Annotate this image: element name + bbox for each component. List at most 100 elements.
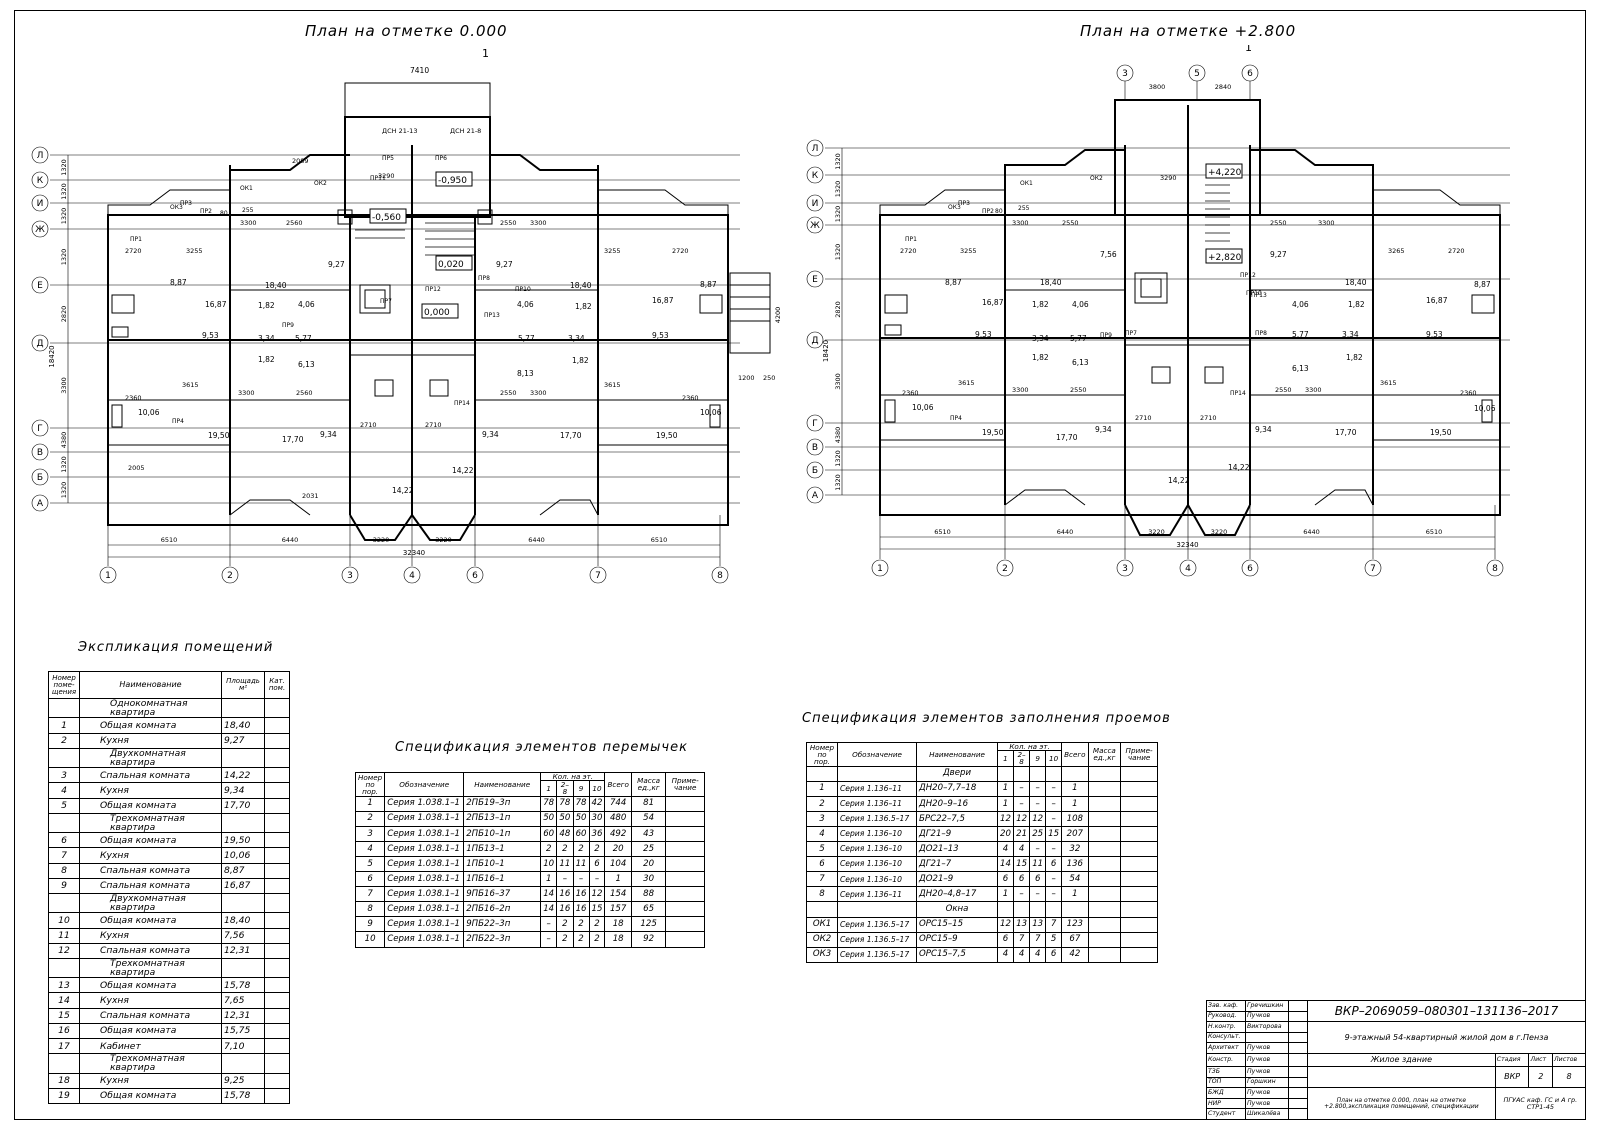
room-area: 19,50 [982, 428, 1004, 437]
row-axis-bubble [31, 334, 49, 352]
stamp-person [1245, 1031, 1289, 1044]
col-axis-label: 1 [877, 564, 883, 574]
expl-header-area: Площадь м² [221, 671, 265, 699]
row-axis-label: Е [37, 281, 43, 291]
expl-name: Общая комната [79, 912, 222, 929]
room-area: 1,82 [1346, 353, 1363, 362]
open-cell: ДО21–13 [916, 841, 998, 858]
lint-cell: 60 [540, 825, 558, 842]
lint-cell: Серия 1.038.1–1 [384, 916, 465, 933]
col-axis-bubble [99, 566, 117, 584]
row-axis-bubble [806, 194, 824, 212]
open-cell: 207 [1061, 825, 1089, 843]
opening-label: ОК1 [1020, 180, 1033, 187]
section-mark-right: 1 [1245, 45, 1252, 54]
lint-cell [665, 931, 705, 948]
col-axis-label: 6 [472, 571, 478, 581]
col-axis-label: 3 [1122, 564, 1128, 574]
lint-cell: 9ПБ16–37 [463, 886, 542, 903]
inner-dim: 2550 [1062, 219, 1079, 227]
expl-area: 8,87 [221, 862, 265, 879]
level-mark: 0,020 [438, 260, 464, 270]
row-dim-value: 2820 [834, 301, 842, 318]
stamp-sign [1288, 1076, 1308, 1089]
expl-num: 8 [48, 862, 80, 879]
open-cell [1012, 901, 1031, 918]
col-axis-bubble [1486, 559, 1504, 577]
inner-dim: 2360 [902, 389, 919, 397]
lint-cell: Серия 1.038.1–1 [384, 901, 465, 918]
expl-num: 10 [48, 912, 80, 929]
open-cell: 4 [1012, 841, 1031, 858]
open-cell [1087, 825, 1122, 843]
room-area: 17,70 [282, 435, 304, 444]
col-axis-bubble [341, 566, 359, 584]
stamp-role: Зав. каф. [1206, 1000, 1246, 1012]
expl-name: Общая комната [79, 1087, 222, 1105]
open-cell: 4 [997, 946, 1014, 963]
expl-area: 15,75 [221, 1022, 265, 1040]
expl-cat [264, 877, 290, 894]
open-cell: – [1012, 795, 1031, 812]
lint-cell: 18 [604, 931, 632, 948]
expl-area: 12,31 [221, 1007, 265, 1024]
open-cell: 1 [1061, 780, 1089, 797]
row-dim-value: 3300 [834, 373, 842, 390]
top-dim: 3800 [1149, 83, 1166, 91]
expl-cat [264, 847, 290, 864]
open-cell [1045, 901, 1063, 918]
expl-name: Спальная комната [79, 877, 222, 894]
stamp-sign [1288, 1097, 1308, 1110]
open-cell: Серия 1.136–11 [837, 886, 917, 903]
right-dim: 250 [763, 374, 775, 382]
right-dim: 4200 [774, 307, 780, 324]
open-cell: ДГ21–7 [916, 856, 998, 873]
lint-cell: 36 [588, 825, 606, 842]
open-cell: 12 [997, 916, 1014, 933]
lint-cell: – [540, 931, 558, 948]
open-cell: – [1012, 886, 1031, 903]
expl-area: 17,70 [221, 797, 265, 814]
lint-cell: 2ПБ19–3п [463, 795, 542, 812]
open-cell: 4 [1029, 946, 1047, 963]
stamp-sign [1288, 1066, 1308, 1078]
opening-label: ПР9 [1100, 332, 1112, 339]
lint-cell: – [540, 916, 558, 933]
open-h-note: Приме- чание [1120, 742, 1158, 767]
expl-area [221, 892, 265, 914]
col-axis-bubble [466, 566, 484, 584]
lint-cell [665, 871, 705, 888]
opening-label: 80 [995, 208, 1003, 215]
lint-cell: 10 [354, 931, 386, 948]
col-axis-label: 3 [347, 571, 353, 581]
open-cell: – [1045, 780, 1063, 797]
col-dim-value: 6440 [1303, 528, 1320, 536]
open-cell: – [1029, 795, 1047, 812]
open-cell: Серия 1.136–10 [837, 871, 917, 888]
col-axis-label: 8 [717, 571, 723, 581]
room-area: 4,06 [517, 300, 534, 309]
stamp-person: Пучков [1245, 1052, 1289, 1068]
right-dim: 1200 [738, 374, 755, 382]
level-mark: +4,220 [1208, 168, 1242, 178]
expl-num: 11 [48, 927, 80, 944]
open-cell: ОК2 [806, 931, 838, 948]
inner-dim: 2560 [296, 389, 313, 397]
total-width-dim: 32340 [1176, 541, 1198, 549]
lint-cell: 50 [540, 810, 558, 827]
open-cell: Серия 1.136–10 [837, 825, 917, 843]
room-area: 5,77 [518, 334, 535, 343]
expl-num: 4 [48, 782, 80, 799]
stamp-sign [1288, 1021, 1308, 1033]
inner-dim: 3300 [530, 389, 547, 397]
lint-cell: 7 [354, 886, 386, 903]
col-axis-label: 4 [409, 571, 415, 581]
open-cell: – [1045, 810, 1063, 827]
opening-label: ПР4 [172, 418, 184, 425]
inner-dim: 2720 [900, 247, 917, 255]
lint-cell: 125 [630, 916, 667, 933]
expl-name: Трехкомнатная квартира [79, 957, 222, 979]
